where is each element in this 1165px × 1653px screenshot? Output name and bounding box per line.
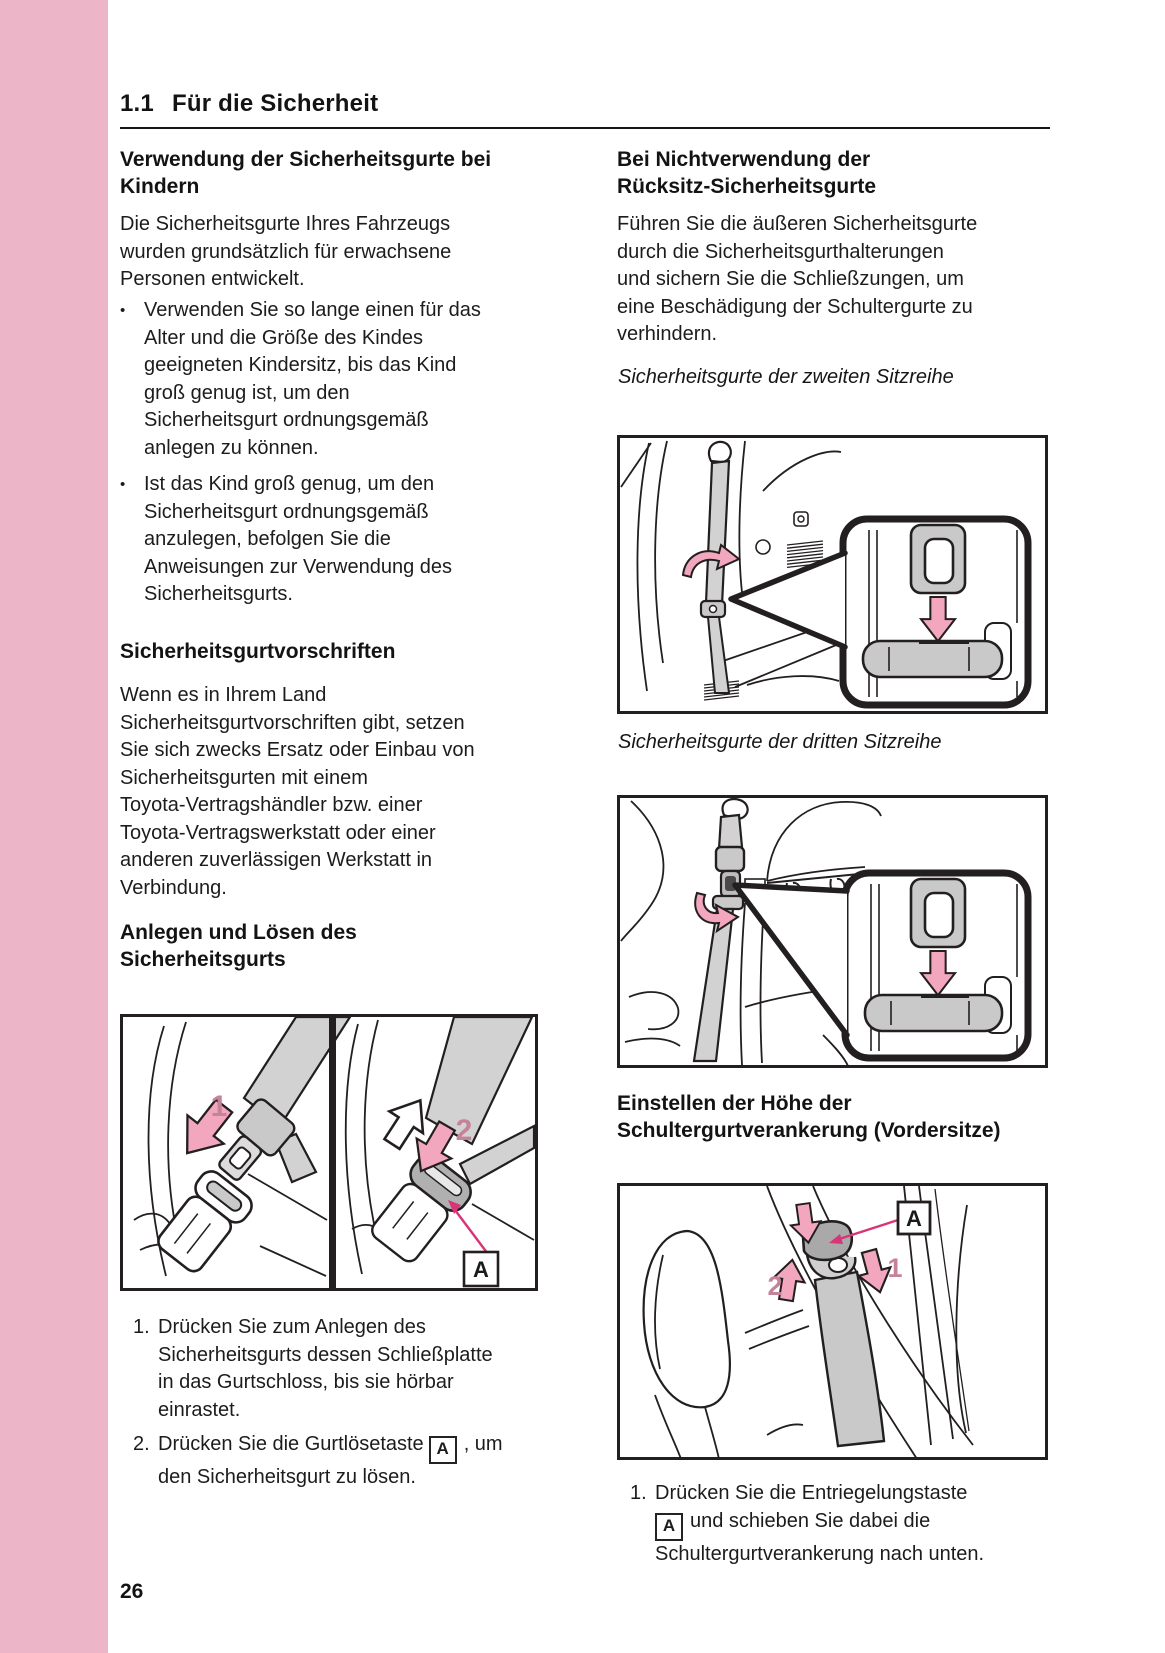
belt-buckle (157, 1170, 253, 1273)
trim-button-detail (793, 511, 809, 527)
callout-arrowhead-icon (448, 1200, 461, 1214)
page-title: 1.1 Für die Sicherheit (120, 90, 378, 118)
belt-tongue-stowed (711, 845, 746, 911)
belt-buckle-latched (371, 1154, 472, 1263)
page-number: 26 (120, 1580, 144, 1603)
buckle-usage-illustration: 1 2 A (120, 1014, 538, 1291)
lap-belt (458, 1124, 536, 1186)
bullet-text: Verwenden Sie so lange einen für das Alt… (144, 299, 481, 459)
callout-a-label: A (906, 1206, 922, 1231)
step-2-label: 2 (456, 1114, 473, 1147)
trim-clip-detail (755, 539, 771, 555)
step-list: 1. Drücken Sie zum Anlegen des Sicherhei… (133, 1314, 558, 1492)
callout-a-box (896, 1200, 932, 1236)
inset-belt-stow-detail (861, 523, 1018, 697)
step-text: Drücken Sie zum Anlegen des Sicherheitsg… (158, 1316, 493, 1421)
zoom-wedge (731, 553, 845, 647)
title-rule (120, 127, 1050, 129)
button-a-keycap: A (428, 1436, 457, 1464)
bullet-list: • Verwenden Sie so lange einen für das A… (120, 297, 555, 609)
inset-belt-stow-detail (863, 877, 1018, 1051)
thread-belt-arrow-icon (681, 543, 741, 579)
step-1-label: 1 (211, 1090, 228, 1123)
callout-a-box (462, 1250, 500, 1288)
button-a-keycap: A (655, 1512, 683, 1541)
belt-strap-lower (706, 616, 731, 694)
heading-fasten-release: Anlegen und Lösen des Sicherheitsgurts (120, 921, 357, 971)
figure-buckle-usage: 1 2 A (120, 1014, 538, 1291)
callout-line (832, 1218, 899, 1243)
step-number: 1. (630, 1482, 647, 1504)
figure-anchor-height: 2 1 A (617, 1183, 1048, 1460)
step-number: 1. (133, 1316, 150, 1338)
step-text-pre: Drücken Sie die Gurtlösetaste (158, 1433, 424, 1455)
step-number: 2. (133, 1433, 150, 1455)
step-2-label: 2 (767, 1271, 782, 1301)
belt-guide-bolt (708, 604, 718, 614)
zoom-wedge-lines (732, 882, 850, 1038)
anchor-height-illustration: 2 1 A (617, 1183, 1048, 1460)
belt-strap-upper (717, 813, 744, 851)
bullet-dot-icon: • (120, 476, 126, 493)
belt-strap (813, 1270, 886, 1448)
step-item: 1. Drücken Sie zum Anlegen des Sicherhei… (133, 1314, 558, 1424)
caption-third-row: Sicherheitsgurte der dritten Sitzreihe (618, 731, 942, 753)
step-text-post: , um den Sicherheitsgurt zu lösen. (158, 1433, 503, 1488)
figure-third-row-belt (617, 795, 1048, 1068)
heading-anchor-height: Einstellen der Höhe der Schultergurtvera… (617, 1092, 1001, 1142)
paragraph-children-intro: Die Sicherheitsgurte Ihres Fahrzeugs wur… (120, 213, 452, 290)
belt-strap (424, 1015, 534, 1146)
bullet-dot-icon: • (120, 302, 126, 319)
second-row-illustration (617, 435, 1048, 714)
third-row-illustration (617, 795, 1048, 1068)
section-title: Für die Sicherheit (171, 90, 379, 117)
belt-hanger-hook (721, 797, 749, 821)
callout-arrowhead-icon (829, 1234, 843, 1244)
headrest-rail (766, 873, 860, 884)
caption-second-row: Sicherheitsgurte der zweiten Sitzreihe (618, 366, 954, 388)
heading-belt-regulations: Sicherheitsgurtvorschriften (120, 640, 396, 663)
paragraph-rear-belts: Führen Sie die äußeren Sicherheitsgurte … (617, 213, 978, 345)
page-edge-band (0, 0, 108, 1653)
step-1-label: 1 (887, 1253, 902, 1283)
section-number: 1.1 (120, 90, 154, 117)
thread-belt-arrow-icon (694, 891, 740, 934)
step-text-line1: Drücken Sie die Entriegelungstaste (655, 1482, 968, 1504)
heading-rear-belts-stowed: Bei Nichtverwendung der Rücksitz-Sicherh… (617, 148, 877, 198)
bullet-item: • Ist das Kind groß genug, um den Sicher… (120, 471, 555, 609)
belt-tongue (218, 1098, 296, 1181)
belt-hanger-hook (708, 440, 732, 464)
bullet-text: Ist das Kind groß genug, um den Sicherhe… (144, 473, 452, 605)
paragraph-belt-regulations: Wenn es in Ihrem Land Sicherheitsgurtvor… (120, 684, 475, 899)
zoom-wedge-lines (728, 550, 848, 650)
seat-outline (344, 1019, 535, 1275)
figure-second-row-belt (617, 435, 1048, 714)
bullet-item: • Verwenden Sie so lange einen für das A… (120, 297, 555, 462)
callout-line (451, 1205, 489, 1255)
callout-a-label: A (473, 1257, 489, 1282)
heading-children-belts: Verwendung der Sicherheitsgurte bei Kind… (120, 148, 492, 198)
step-text-rest: und schieben Sie dabei die Schultergurtv… (655, 1509, 985, 1565)
panel-divider (329, 1017, 336, 1288)
belt-strap-lower (692, 907, 735, 1063)
